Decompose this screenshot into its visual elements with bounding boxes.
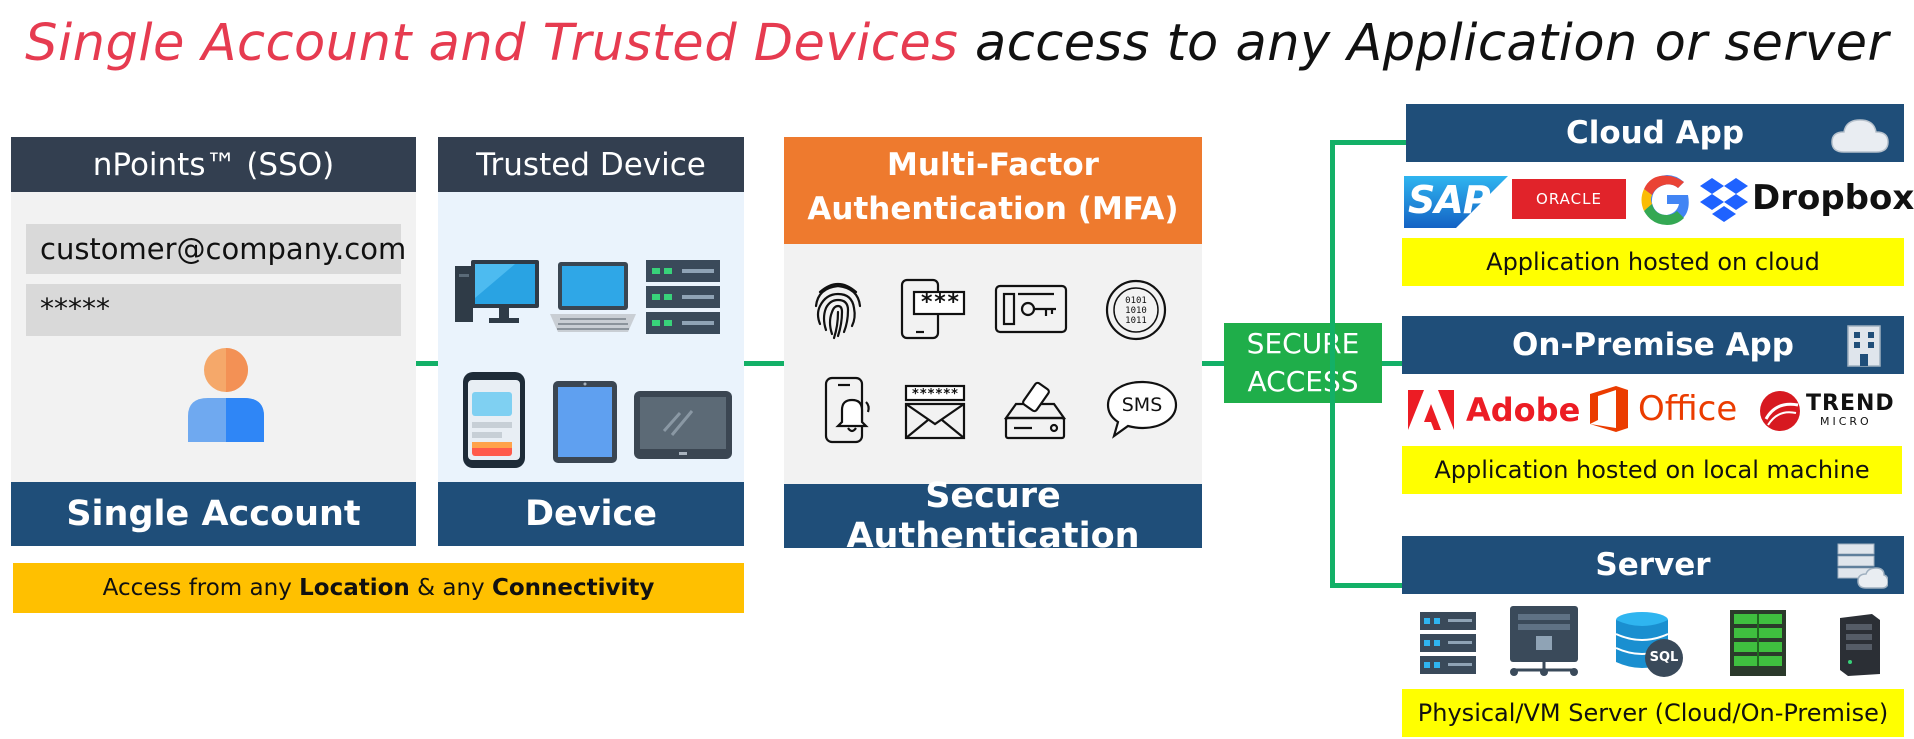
cloud-app-header: Cloud App	[1406, 104, 1904, 162]
green-server-icon	[1730, 610, 1786, 676]
connector-sso-device	[416, 361, 438, 366]
laptop-icon	[550, 262, 636, 334]
adobe-logo	[1408, 390, 1454, 430]
title-rest: access to any Application or server	[958, 14, 1889, 73]
mfa-panel-bg	[784, 244, 1202, 484]
usb-drive-icon	[1002, 380, 1068, 442]
access-middle: & any	[409, 575, 492, 601]
onprem-app-title: On-Premise App	[1512, 327, 1794, 363]
dark-server-icon	[1836, 614, 1882, 676]
svg-text:0101: 0101	[1125, 296, 1147, 306]
server-stack-icon	[1420, 612, 1476, 674]
oracle-logo: ORACLE	[1512, 179, 1626, 219]
connector-device-mfa	[744, 361, 784, 366]
building-icon	[1846, 324, 1882, 368]
cloud-icon	[1830, 114, 1890, 154]
binary-token-icon: 0101 1010 1011	[1104, 278, 1168, 342]
mfa-footer: Secure Authentication	[784, 476, 1202, 556]
cloud-app-caption: Application hosted on cloud	[1402, 238, 1904, 286]
onprem-app-caption: Application hosted on local machine	[1402, 446, 1902, 494]
dropbox-logo	[1700, 176, 1748, 222]
access-connectivity: Connectivity	[491, 575, 655, 601]
page-title: Single Account and Trusted Devices acces…	[0, 14, 1914, 73]
office-text: Office	[1638, 389, 1738, 429]
sql-label: SQL	[1649, 650, 1679, 665]
sso-footer: Single Account	[11, 482, 416, 546]
connector-cloud	[1330, 140, 1406, 145]
email-field[interactable]: customer@company.com	[26, 224, 406, 274]
access-prefix: Access from any	[102, 575, 300, 601]
connector-vertical	[1330, 140, 1335, 588]
connector-mfa-secure	[1202, 361, 1224, 366]
onprem-app-header: On-Premise App	[1402, 316, 1904, 374]
device-header: Trusted Device	[438, 137, 744, 192]
server-title: Server	[1595, 547, 1711, 583]
tablet-landscape-icon	[634, 391, 732, 459]
google-text: G	[1640, 173, 1641, 174]
sms-icon: SMS	[1106, 378, 1178, 440]
svg-text:1011: 1011	[1125, 316, 1147, 326]
secure-line2: ACCESS	[1247, 365, 1359, 398]
phone-bell-icon	[824, 376, 874, 446]
cloud-app-title: Cloud App	[1565, 115, 1745, 151]
sql-database-icon: SQL	[1614, 610, 1686, 678]
secure-line1: SECURE	[1246, 327, 1360, 360]
password-field[interactable]: *****	[26, 284, 401, 336]
trend-micro-logo	[1758, 389, 1802, 433]
user-icon	[186, 346, 266, 442]
otp-phone-icon: ***	[900, 278, 966, 340]
sap-text: SAP	[1408, 178, 1491, 222]
sms-label: SMS	[1121, 394, 1163, 416]
email-icon: ******	[904, 384, 966, 440]
tablet-icon	[553, 381, 617, 463]
dropbox-text: Dropbox	[1752, 178, 1914, 218]
access-bar: Access from any Location & any Connectiv…	[13, 563, 744, 613]
connector-server	[1330, 583, 1402, 588]
server-header: Server	[1402, 536, 1904, 594]
access-location: Location	[299, 575, 410, 601]
sap-logo: SAP	[1404, 176, 1508, 228]
server-caption: Physical/VM Server (Cloud/On-Premise)	[1402, 689, 1904, 737]
secure-access-box: SECURE ACCESS	[1224, 323, 1382, 403]
svg-text:******: ******	[912, 387, 959, 402]
mfa-header-line2: Authentication (MFA)	[807, 191, 1179, 227]
mfa-header-line1: Multi-Factor	[887, 147, 1099, 183]
server-cloud-icon	[1836, 542, 1888, 590]
server-tower-icon	[1506, 606, 1582, 678]
desktop-icon	[455, 258, 541, 328]
oracle-text: ORACLE	[1536, 190, 1602, 208]
connector-onprem	[1382, 361, 1402, 366]
google-logo: G	[1640, 173, 1694, 227]
title-highlight: Single Account and Trusted Devices	[25, 14, 959, 73]
smartphone-icon	[463, 372, 525, 468]
adobe-text: Adobe	[1466, 391, 1581, 429]
otp-label: ***	[920, 290, 960, 315]
office-logo	[1590, 386, 1630, 432]
fingerprint-icon	[812, 278, 864, 340]
sso-header: nPoints™ (SSO)	[11, 137, 416, 192]
mfa-header: Multi-Factor Authentication (MFA)	[784, 137, 1202, 244]
device-footer: Device	[438, 482, 744, 546]
svg-text:1010: 1010	[1125, 306, 1147, 316]
trend-text: TREND	[1806, 391, 1895, 416]
server-rack-icon	[646, 260, 720, 334]
micro-text: MICRO	[1820, 415, 1872, 428]
key-card-icon	[994, 284, 1068, 334]
